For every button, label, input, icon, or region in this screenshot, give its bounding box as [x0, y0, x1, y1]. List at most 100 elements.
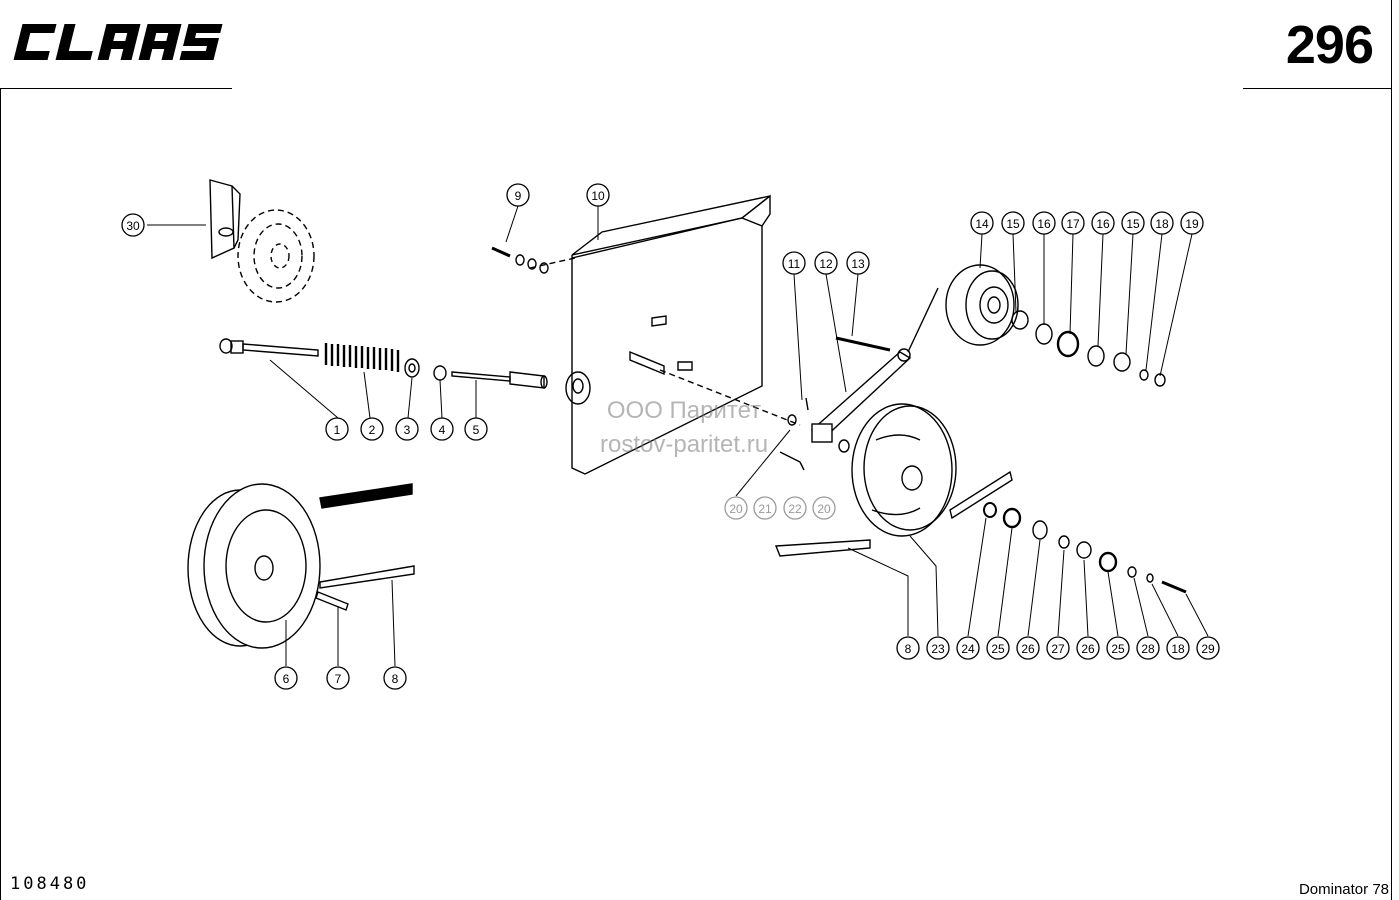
- callout-label: 15: [1006, 217, 1020, 231]
- callout-label: 8: [905, 642, 912, 656]
- callout-label: 26: [1021, 642, 1035, 656]
- callout-circle: [986, 636, 1010, 660]
- callout-26b: 26: [1076, 636, 1100, 660]
- callout-label: 22: [788, 502, 802, 516]
- callout-circle: [1150, 211, 1174, 235]
- callout-label: 1: [334, 423, 341, 437]
- callout-22: 22: [783, 496, 807, 520]
- callout-16b: 16: [1091, 211, 1115, 235]
- callout-label: 10: [591, 189, 605, 203]
- callout-circle: [121, 213, 145, 237]
- drive-pulley-part-6: [187, 483, 415, 649]
- callout-label: 17: [1066, 217, 1080, 231]
- callout-label: 18: [1155, 217, 1169, 231]
- callout-circle: [896, 636, 920, 660]
- model-name: Dominator 78: [1298, 881, 1389, 898]
- watermark-line-2: rostov-paritet.ru: [600, 431, 769, 458]
- callout-circle: [1180, 211, 1204, 235]
- spring-part-2: [324, 343, 400, 372]
- callout-circle: [326, 666, 350, 690]
- callout-label: 9: [515, 189, 522, 203]
- callout-13: 13: [846, 251, 870, 275]
- callout-circle: [395, 417, 419, 441]
- main-pulley-part-23: [774, 403, 1013, 557]
- callout-label: 6: [283, 672, 290, 686]
- callout-label: 19: [1185, 217, 1199, 231]
- callout-2: 2: [360, 417, 384, 441]
- callout-30: 30: [121, 213, 145, 237]
- tension-lever-assembly: [779, 287, 939, 471]
- callout-label: 7: [335, 672, 342, 686]
- callout-circle: [1106, 636, 1130, 660]
- callout-28: 28: [1136, 636, 1160, 660]
- idler-pulley-part-14: [945, 264, 1166, 387]
- callout-25a: 25: [986, 636, 1010, 660]
- callout-circle: [926, 636, 950, 660]
- callout-circle: [1061, 211, 1085, 235]
- callout-label: 2: [369, 423, 376, 437]
- tension-bolt-assembly: [219, 338, 548, 389]
- callout-circle: [325, 417, 349, 441]
- callout-circle: [464, 417, 488, 441]
- callout-label: 14: [975, 217, 989, 231]
- callout-18b: 18: [1166, 636, 1190, 660]
- callout-label: 12: [819, 257, 833, 271]
- watermark: ООО Паритет rostov-paritet.ru: [600, 394, 768, 462]
- frame-right-border: [1391, 0, 1392, 900]
- callout-27: 27: [1046, 636, 1070, 660]
- callout-circle: [783, 496, 807, 520]
- header-left-rule: [0, 88, 232, 89]
- callout-label: 16: [1037, 217, 1051, 231]
- callout-circle: [782, 251, 806, 275]
- callout-17: 17: [1061, 211, 1085, 235]
- callout-label: 25: [991, 642, 1005, 656]
- callout-16a: 16: [1032, 211, 1056, 235]
- callout-1: 1: [325, 417, 349, 441]
- callout-11: 11: [782, 251, 806, 275]
- callout-8b: 8: [896, 636, 920, 660]
- callout-20b: 20: [812, 496, 836, 520]
- callout-label: 21: [758, 502, 772, 516]
- pulley-bearing-set: [983, 502, 1187, 594]
- callout-21: 21: [753, 496, 777, 520]
- bracket-plate-part-10: [529, 194, 801, 475]
- callout-circle: [506, 183, 530, 207]
- callout-circle: [430, 417, 454, 441]
- callout-label: 20: [729, 502, 743, 516]
- callout-circle: [812, 496, 836, 520]
- claas-logo: [13, 24, 223, 60]
- callout-circle: [1001, 211, 1025, 235]
- callout-label: 3: [404, 423, 411, 437]
- callout-25b: 25: [1106, 636, 1130, 660]
- callout-label: 30: [126, 219, 140, 233]
- callout-circle: [1091, 211, 1115, 235]
- callout-3: 3: [395, 417, 419, 441]
- callout-9: 9: [506, 183, 530, 207]
- callout-8a: 8: [383, 666, 407, 690]
- watermark-line-1: ООО Паритет: [606, 397, 762, 424]
- callout-10: 10: [586, 183, 610, 207]
- callout-18a: 18: [1150, 211, 1174, 235]
- callout-label: 11: [788, 257, 801, 271]
- callout-label: 27: [1051, 642, 1065, 656]
- callout-label: 8: [392, 672, 399, 686]
- callout-29: 29: [1196, 636, 1220, 660]
- callout-circle: [814, 251, 838, 275]
- callout-15a: 15: [1001, 211, 1025, 235]
- frame-left-border: [0, 88, 1, 900]
- callout-circle: [1166, 636, 1190, 660]
- callout-19: 19: [1180, 211, 1204, 235]
- callout-circle: [970, 211, 994, 235]
- callout-circle: [1016, 636, 1040, 660]
- callout-circle: [1032, 211, 1056, 235]
- callout-label: 25: [1111, 642, 1125, 656]
- callout-circle: [360, 417, 384, 441]
- callout-circle: [383, 666, 407, 690]
- callout-circle: [1046, 636, 1070, 660]
- page-number: 296: [1285, 15, 1374, 75]
- callout-label: 20: [817, 502, 831, 516]
- callout-26a: 26: [1016, 636, 1040, 660]
- callout-24: 24: [956, 636, 980, 660]
- callout-7: 7: [326, 666, 350, 690]
